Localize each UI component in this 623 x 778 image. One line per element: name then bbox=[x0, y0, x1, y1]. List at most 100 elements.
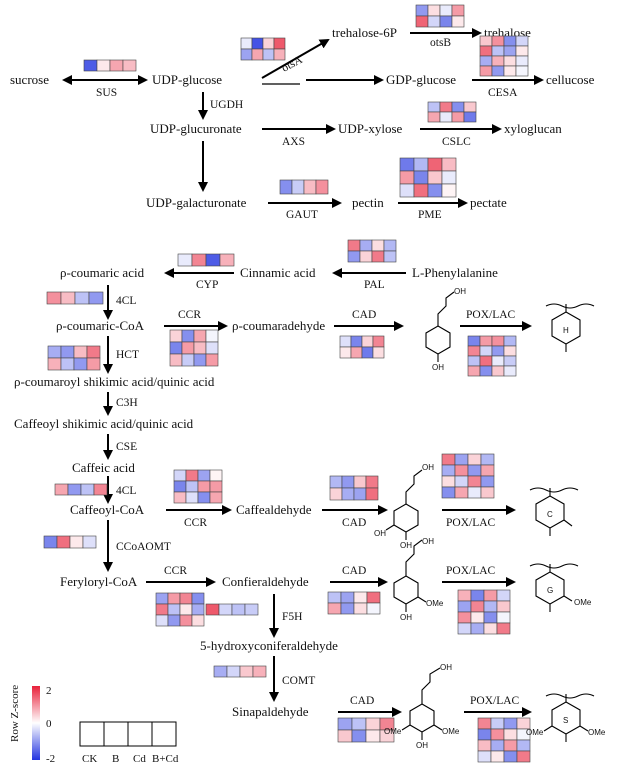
heatmap-cell bbox=[83, 59, 98, 72]
heatmap-cell bbox=[477, 739, 492, 752]
heatmap-cell bbox=[454, 486, 469, 499]
heatmap-cell bbox=[347, 250, 361, 263]
heatmap-cad-2 bbox=[329, 475, 379, 501]
legend-title: Row Z-score bbox=[9, 685, 21, 742]
heatmap-cell bbox=[191, 614, 205, 627]
label-pectin: pectin bbox=[352, 195, 384, 210]
heatmap-pox-lac-1 bbox=[467, 335, 517, 377]
heatmap-cell bbox=[463, 101, 477, 113]
heatmap-cell bbox=[60, 345, 75, 359]
enzyme-cad-1: CAD bbox=[352, 309, 376, 321]
heatmap-cell bbox=[479, 355, 493, 367]
bond-shape bbox=[579, 725, 589, 732]
heatmap-cell bbox=[337, 729, 353, 743]
label-coumaric-acid: ρ-coumaric acid bbox=[60, 265, 145, 280]
heatmap-cell bbox=[181, 353, 195, 367]
oh-label: OH bbox=[432, 363, 444, 372]
heatmap-cell bbox=[503, 55, 517, 67]
heatmap-cell bbox=[339, 335, 352, 348]
ome-bond-shape bbox=[417, 596, 427, 603]
heatmap-cell bbox=[372, 335, 385, 348]
heatmap-cell bbox=[413, 170, 429, 185]
heatmap-cell bbox=[252, 665, 267, 678]
heatmap-cell bbox=[503, 728, 518, 741]
heatmap-cell bbox=[273, 48, 286, 61]
heatmap-cell bbox=[503, 750, 518, 763]
heatmap-cell bbox=[491, 65, 505, 77]
polymer-wave-shape bbox=[529, 563, 579, 569]
heatmap-cell bbox=[451, 101, 465, 113]
heatmap-gaut bbox=[279, 179, 329, 195]
heatmap-cell bbox=[463, 111, 477, 123]
heatmap-cell bbox=[191, 603, 205, 616]
structure-caffeyl-alcohol: OH OH OH bbox=[374, 463, 434, 550]
heatmap-cell bbox=[82, 535, 97, 549]
heatmap-cell bbox=[467, 335, 481, 347]
polymer-wave-shape bbox=[545, 303, 595, 309]
polymer-wave-shape bbox=[529, 487, 579, 493]
heatmap-cell bbox=[457, 611, 472, 624]
heatmap-cad-3 bbox=[327, 591, 381, 615]
heatmap-cell bbox=[496, 622, 511, 635]
heatmap-cell bbox=[329, 487, 343, 501]
heatmap-cell bbox=[427, 15, 441, 28]
heatmap-cell bbox=[340, 591, 355, 604]
heatmap-cell bbox=[479, 335, 493, 347]
lignin-unit-h: H bbox=[545, 303, 595, 352]
side-chain-shape bbox=[405, 469, 423, 504]
heatmap-cell bbox=[415, 4, 429, 17]
lignin-unit-g: G OMe bbox=[529, 563, 592, 612]
heatmap-cell bbox=[439, 111, 453, 123]
legend-box-ck bbox=[79, 721, 105, 747]
ome-label: OMe bbox=[384, 727, 402, 736]
enzyme-cad-2: CAD bbox=[342, 517, 366, 529]
enzyme-poxlac-1: POX/LAC bbox=[466, 309, 516, 321]
heatmap-cell bbox=[185, 491, 199, 504]
heatmap-cell bbox=[480, 486, 495, 499]
legend-col-b: B bbox=[112, 753, 119, 765]
label-phenylalanine: L-Phenylalanine bbox=[412, 265, 498, 280]
heatmap-cell bbox=[457, 622, 472, 635]
ome-bond-shape bbox=[433, 724, 443, 731]
heatmap-cell bbox=[427, 170, 443, 185]
enzyme-otsB: otsB bbox=[430, 37, 451, 49]
heatmap-cell bbox=[169, 329, 183, 343]
heatmap-cell bbox=[353, 475, 367, 489]
label-pectate: pectate bbox=[470, 195, 507, 210]
heatmap-cell bbox=[467, 345, 481, 357]
heatmap-cell bbox=[491, 35, 505, 47]
heatmap-cell bbox=[503, 45, 517, 57]
heatmap-cell bbox=[231, 603, 246, 616]
heatmap-cell bbox=[341, 475, 355, 489]
label-udp-galacturonate: UDP-galacturonate bbox=[146, 195, 247, 210]
heatmap-cell bbox=[185, 469, 199, 482]
structure-coumaryl-alcohol: OH OH bbox=[425, 287, 466, 372]
heatmap-cell bbox=[441, 464, 456, 477]
heatmap-cell bbox=[181, 329, 195, 343]
oh-bond-shape bbox=[385, 524, 395, 531]
heatmap-cell bbox=[503, 365, 517, 377]
heatmap-cell bbox=[179, 592, 193, 605]
heatmap-cell bbox=[439, 15, 453, 28]
bond-shape bbox=[563, 519, 573, 527]
enzyme-ccoaomt: CCoAOMT bbox=[116, 541, 171, 553]
enzyme-cyp: CYP bbox=[196, 279, 218, 291]
heatmap-cell bbox=[441, 170, 457, 185]
heatmap-otsa bbox=[240, 37, 286, 61]
enzyme-c3h: C3H bbox=[116, 397, 138, 409]
enzyme-axs: AXS bbox=[282, 136, 305, 148]
heatmap-cell bbox=[479, 65, 493, 77]
heatmap-cell bbox=[413, 183, 429, 198]
heatmap-cell bbox=[503, 355, 517, 367]
heatmap-cad-1 bbox=[339, 335, 385, 359]
heatmap-ccr-1 bbox=[169, 329, 219, 367]
ome-label: OMe bbox=[574, 598, 592, 607]
heatmap-cell bbox=[503, 345, 517, 357]
enzyme-cesa: CESA bbox=[488, 87, 518, 99]
label-udp-glucose: UDP-glucose bbox=[152, 72, 222, 87]
heatmap-cell bbox=[96, 59, 111, 72]
legend-col-ck: CK bbox=[82, 753, 97, 765]
heatmap-cell bbox=[457, 589, 472, 602]
label-trehalose6p: trehalose-6P bbox=[332, 25, 397, 40]
